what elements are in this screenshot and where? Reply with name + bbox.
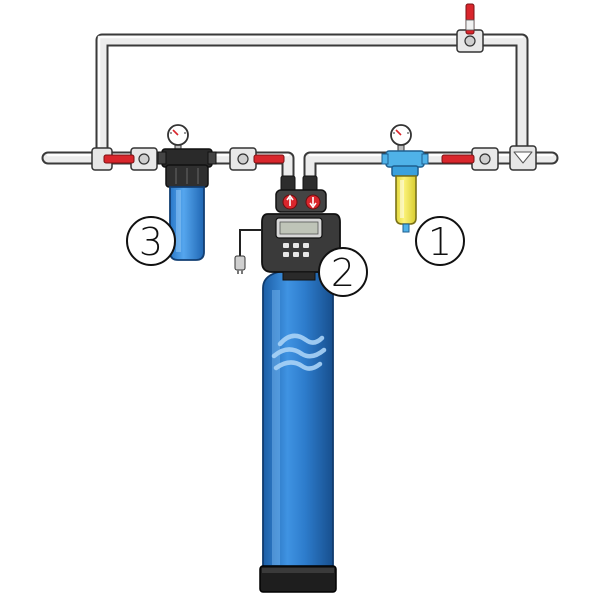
inlet-ball-valve-right[interactable]: [441, 147, 499, 171]
controller-buttons[interactable]: [283, 243, 309, 257]
callout-1: 1: [415, 216, 465, 266]
flow-arrow-icon: [286, 194, 317, 209]
sediment-prefilter: [381, 124, 429, 233]
post-filter-housing: [157, 124, 217, 261]
softener-tank: [259, 269, 337, 593]
svg-text:1: 1: [428, 220, 452, 264]
svg-text:2: 2: [331, 251, 355, 295]
outlet-ball-valve-left[interactable]: [229, 147, 285, 171]
pressure-gauge-icon: [390, 124, 412, 153]
wave-logo-icon: [271, 333, 327, 371]
inlet-ball-valve[interactable]: [103, 147, 158, 171]
softener-control-valve[interactable]: [234, 175, 341, 281]
pressure-gauge-icon: [167, 124, 189, 153]
svg-text:3: 3: [139, 220, 163, 264]
callout-3: 3: [126, 216, 176, 266]
bypass-ball-valve[interactable]: [456, 3, 484, 53]
callout-2: 2: [318, 247, 368, 297]
